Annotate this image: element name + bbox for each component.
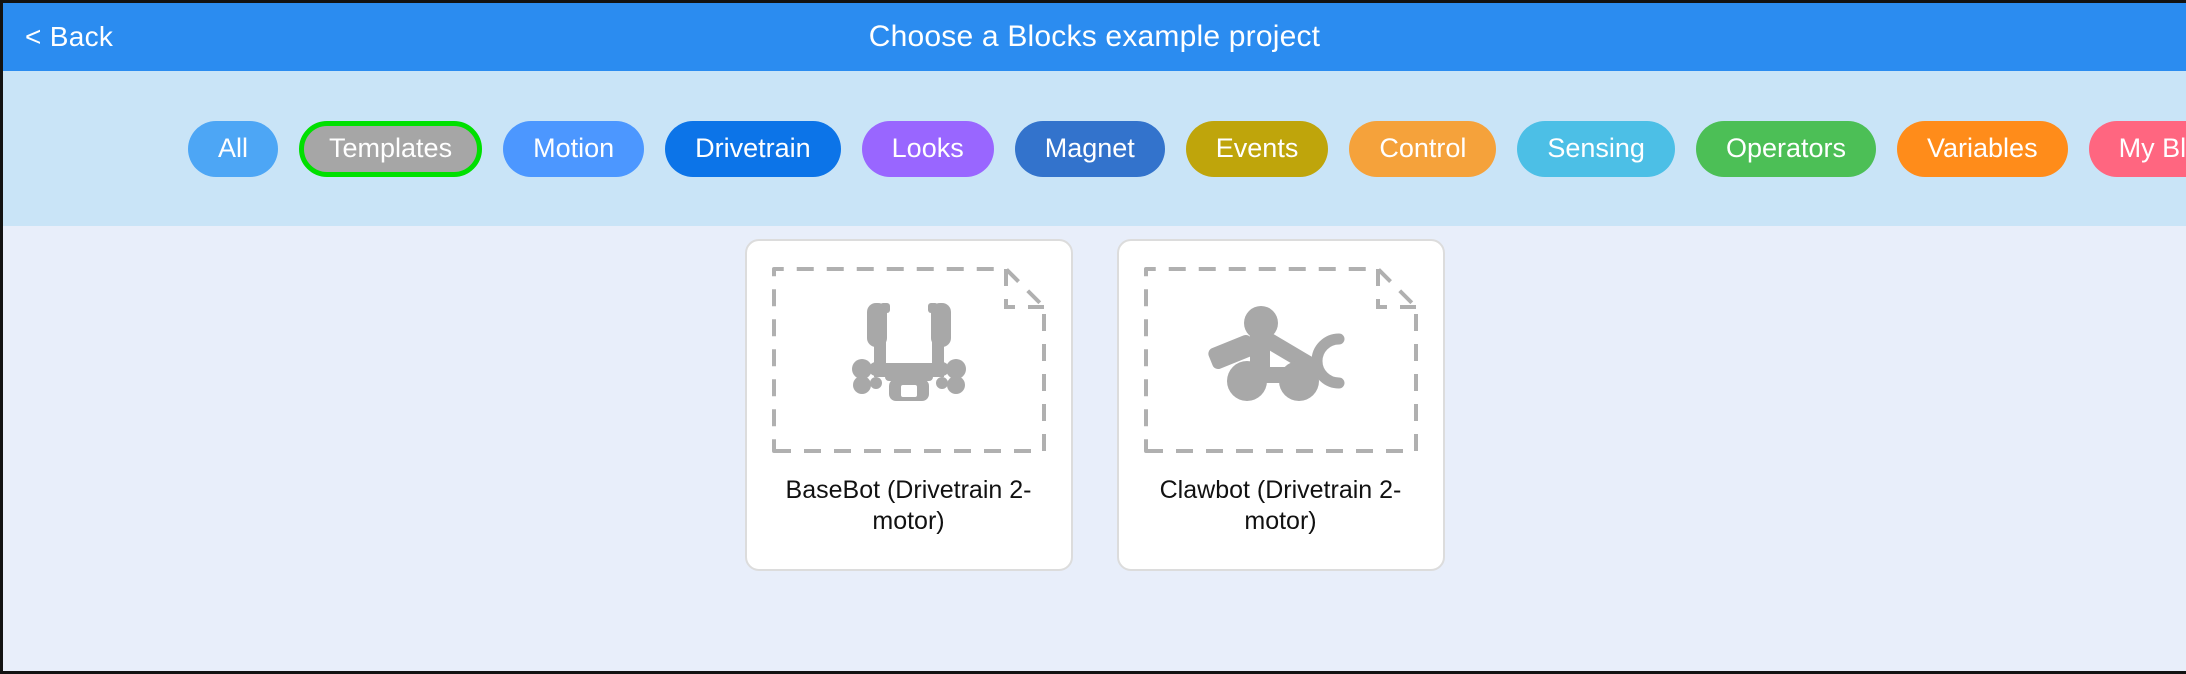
category-pill-looks[interactable]: Looks bbox=[861, 120, 994, 177]
robot-artwork bbox=[849, 299, 969, 411]
clawbot-robot-icon bbox=[1207, 306, 1344, 401]
dashed-page-frame-icon bbox=[1143, 267, 1418, 453]
category-pill-operators[interactable]: Operators bbox=[1695, 120, 1877, 177]
category-pill-all[interactable]: All bbox=[188, 120, 279, 177]
project-card-title: Clawbot (Drivetrain 2-motor) bbox=[1159, 476, 1402, 535]
category-pill-drivetrain[interactable]: Drivetrain bbox=[665, 120, 841, 177]
dashed-page-frame-icon bbox=[771, 267, 1046, 453]
category-filter-bar: All Templates Motion Drivetrain Looks Magnet E… bbox=[3, 71, 2186, 226]
category-pill-my-blocks[interactable]: My Blocks bbox=[2088, 120, 2186, 177]
project-thumbnail bbox=[1132, 255, 1430, 455]
project-card[interactable]: Clawbot (Drivetrain 2-motor) bbox=[1116, 239, 1445, 571]
category-pill-templates[interactable]: Templates bbox=[299, 120, 483, 177]
project-card[interactable]: BaseBot (Drivetrain 2-motor) bbox=[744, 239, 1073, 571]
basebot-robot-icon bbox=[851, 303, 966, 401]
category-pill-motion[interactable]: Motion bbox=[503, 120, 645, 177]
app-header: < Back Choose a Blocks example project bbox=[3, 3, 2186, 71]
project-card-title: BaseBot (Drivetrain 2-motor) bbox=[785, 476, 1032, 535]
category-pill-control[interactable]: Control bbox=[1349, 120, 1497, 177]
project-thumbnail bbox=[760, 255, 1058, 455]
category-pill-variables[interactable]: Variables bbox=[1897, 120, 2068, 177]
category-pill-events[interactable]: Events bbox=[1185, 120, 1329, 177]
back-button[interactable]: < Back bbox=[25, 21, 114, 52]
category-pill-magnet[interactable]: Magnet bbox=[1014, 120, 1165, 177]
category-pill-sensing[interactable]: Sensing bbox=[1517, 120, 1675, 177]
project-card-grid: BaseBot (Drivetrain 2-motor) Clawbot (Dr… bbox=[3, 226, 2186, 670]
robot-artwork bbox=[1207, 305, 1355, 405]
page-title: Choose a Blocks example project bbox=[868, 20, 1321, 53]
